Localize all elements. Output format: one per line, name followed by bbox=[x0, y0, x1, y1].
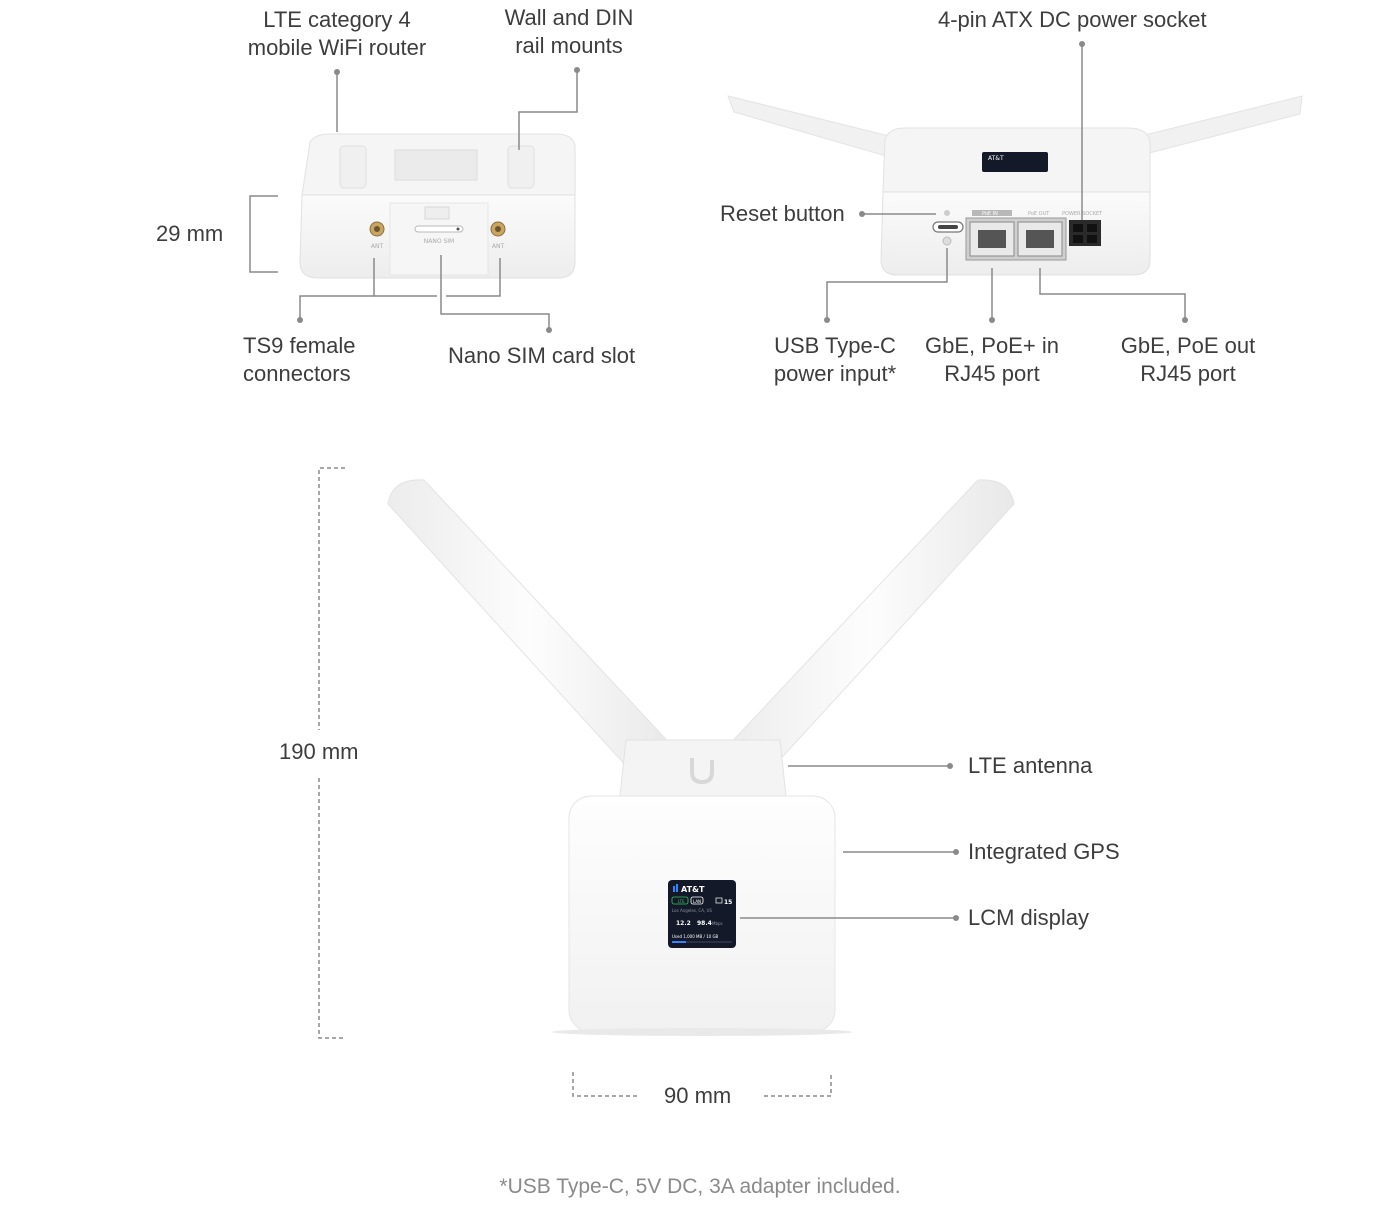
label-reset-button: Reset button bbox=[720, 201, 845, 226]
callout-dots-back-view bbox=[297, 67, 580, 333]
label-usb-c-line2: power input* bbox=[773, 361, 897, 386]
callout-dots-front-view bbox=[824, 41, 1188, 323]
lcd-location: Los Angeles, CA, US bbox=[672, 908, 712, 913]
label-gps: Integrated GPS bbox=[968, 839, 1120, 864]
callouts-main-device bbox=[740, 765, 956, 919]
label-ts9-line2: connectors bbox=[243, 361, 351, 386]
label-sim-slot: Nano SIM card slot bbox=[448, 343, 636, 368]
footnote: *USB Type-C, 5V DC, 3A adapter included. bbox=[499, 1175, 901, 1198]
back-view-device: NANO SIM ANT ANT bbox=[299, 133, 576, 279]
dimension-lines-bottom bbox=[318, 467, 832, 1097]
lcd-up-speed: 98.4 bbox=[697, 920, 712, 927]
lcd-speed-unit: Mbps bbox=[712, 921, 723, 926]
label-mounts-line1: Wall and DIN bbox=[504, 5, 634, 30]
label-lte-router-line2: mobile WiFi router bbox=[247, 35, 427, 60]
label-poe-in: GbE, PoE+ in RJ45 port bbox=[912, 332, 1072, 388]
label-mounts-line2: rail mounts bbox=[515, 33, 623, 58]
back-marking-ant-right: ANT bbox=[492, 243, 505, 250]
lcd-badge-lte: LTE bbox=[678, 899, 685, 904]
label-lcm: LCM display bbox=[968, 905, 1090, 930]
label-width: 90 mm bbox=[664, 1083, 732, 1108]
label-ts9: TS9 female connectors bbox=[243, 332, 356, 388]
label-poe-in-line2: RJ45 port bbox=[944, 361, 1040, 386]
lcm-display-screen: AT&T LTE LAN 15 Los Angeles, CA, US 12.2… bbox=[668, 880, 736, 948]
front-lcd-carrier: AT&T bbox=[988, 155, 1004, 162]
lcd-carrier: AT&T bbox=[681, 885, 705, 894]
back-marking-nano-sim: NANO SIM bbox=[424, 238, 454, 245]
label-lte-router: LTE category 4 mobile WiFi router bbox=[232, 6, 442, 62]
label-lte-router-line1: LTE category 4 bbox=[263, 7, 411, 32]
front-view-device: AT&T PoE IN PoE OUT POWER SOCKET bbox=[727, 95, 1303, 276]
lcd-client-count: 15 bbox=[724, 899, 732, 906]
label-mounts: Wall and DIN rail mounts bbox=[484, 4, 654, 60]
callouts-back-view bbox=[249, 70, 578, 330]
main-device: AT&T LTE LAN 15 Los Angeles, CA, US 12.2… bbox=[387, 479, 1015, 1036]
label-poe-out: GbE, PoE out RJ45 port bbox=[1108, 332, 1268, 388]
label-ts9-line1: TS9 female bbox=[243, 333, 356, 358]
ubiquiti-logo-icon bbox=[690, 758, 714, 785]
label-poe-out-line2: RJ45 port bbox=[1140, 361, 1236, 386]
lcd-down-speed: 12.2 bbox=[676, 920, 691, 927]
label-usb-c: USB Type-C power input* bbox=[760, 332, 910, 388]
front-marking-poe-in: PoE IN bbox=[982, 211, 998, 217]
label-lte-antenna: LTE antenna bbox=[968, 753, 1093, 778]
callouts-front-view bbox=[826, 44, 1186, 320]
back-marking-ant-left: ANT bbox=[371, 243, 384, 250]
callout-dots-main-device bbox=[947, 763, 959, 921]
lcd-usage: Used 1,000 MB / 10 GB bbox=[672, 934, 719, 939]
label-poe-out-line1: GbE, PoE out bbox=[1120, 333, 1256, 358]
label-atx-power: 4-pin ATX DC power socket bbox=[938, 7, 1207, 32]
label-usb-c-line1: USB Type-C bbox=[774, 333, 896, 358]
lcd-badge-lan: LAN bbox=[693, 899, 701, 904]
label-poe-in-line1: GbE, PoE+ in bbox=[925, 333, 1059, 358]
front-marking-poe-out: PoE OUT bbox=[1028, 211, 1050, 217]
label-depth: 29 mm bbox=[156, 221, 224, 246]
label-height: 190 mm bbox=[279, 739, 359, 764]
